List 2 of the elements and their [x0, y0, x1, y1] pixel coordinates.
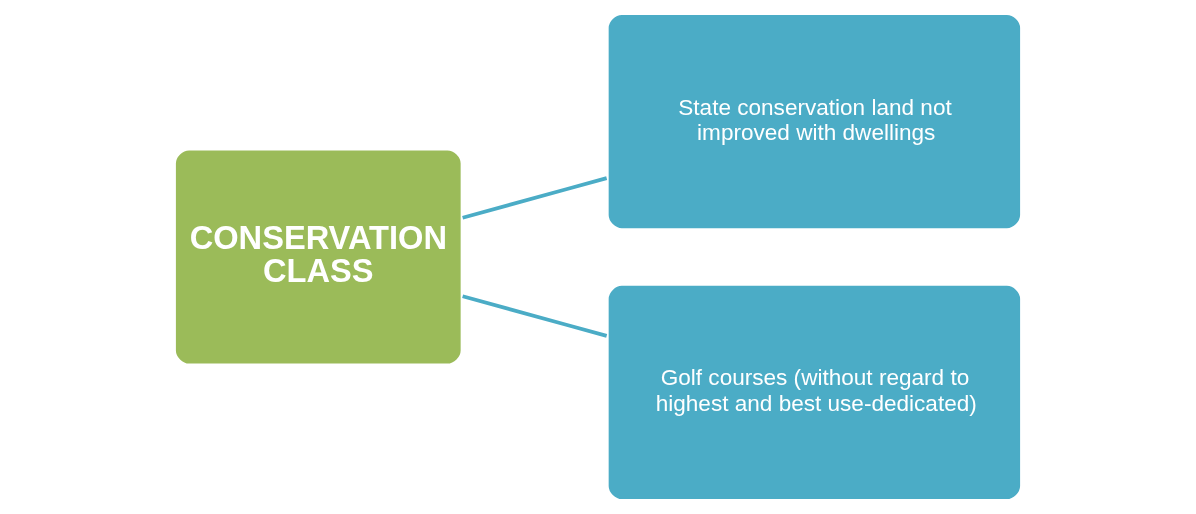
connector — [462, 294, 608, 338]
connector — [462, 176, 608, 220]
